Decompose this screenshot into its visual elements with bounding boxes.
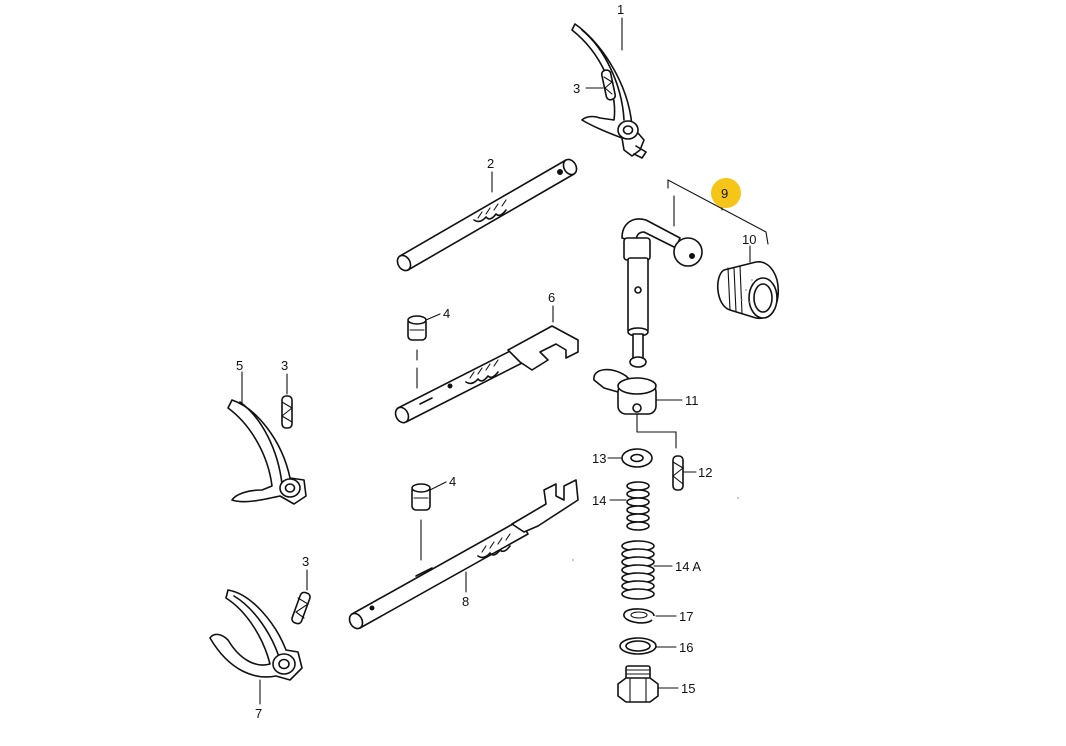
- selector-rod-8[interactable]: [347, 479, 579, 631]
- detent-plunger-4-bottom[interactable]: [411, 483, 431, 561]
- roll-pin-3-middle[interactable]: [281, 395, 293, 429]
- shift-fork-5[interactable]: [227, 399, 307, 505]
- label-15: 15: [681, 681, 695, 696]
- label-13: 13: [592, 451, 606, 466]
- selector-rod-6[interactable]: [393, 325, 579, 425]
- sealing-ring-16[interactable]: [619, 637, 657, 655]
- roll-pin-3-top[interactable]: [600, 69, 617, 101]
- label-5: 5: [236, 358, 243, 373]
- label-9: 9: [721, 186, 728, 201]
- guide-11[interactable]: [593, 368, 657, 415]
- label-7: 7: [255, 706, 262, 721]
- leader-4-top: [425, 313, 441, 321]
- speck: [737, 497, 739, 499]
- shift-rod-2[interactable]: [395, 157, 579, 273]
- leader-11-12: [636, 413, 677, 449]
- detent-plunger-4-top[interactable]: [407, 315, 427, 389]
- label-11: 11: [685, 393, 699, 408]
- plug-bolt-15[interactable]: [617, 665, 659, 703]
- label-8: 8: [462, 594, 469, 609]
- shift-fork-1[interactable]: [571, 23, 647, 159]
- label-3-top: 3: [573, 81, 580, 96]
- label-12: 12: [698, 465, 712, 480]
- label-6: 6: [548, 290, 555, 305]
- spring-14a[interactable]: [621, 540, 655, 600]
- roll-pin-3-bottom[interactable]: [291, 591, 311, 625]
- speck: [572, 559, 574, 561]
- washer-13[interactable]: [621, 448, 653, 468]
- part-9-highlight[interactable]: [711, 178, 741, 208]
- label-4-bottom: 4: [449, 474, 456, 489]
- shift-fork-7[interactable]: [209, 589, 303, 681]
- gear-lever-9[interactable]: [621, 195, 703, 368]
- label-17: 17: [679, 609, 693, 624]
- spring-14[interactable]: [626, 481, 650, 531]
- leader-4-bottom: [429, 481, 447, 491]
- label-16: 16: [679, 640, 693, 655]
- label-4-top: 4: [443, 306, 450, 321]
- label-14: 14: [592, 493, 606, 508]
- label-2: 2: [487, 156, 494, 171]
- label-3-bottom: 3: [302, 554, 309, 569]
- circlip-17[interactable]: [623, 608, 655, 624]
- label-14a: 14 A: [675, 559, 701, 574]
- label-3-middle: 3: [281, 358, 288, 373]
- roll-pin-12[interactable]: [672, 455, 684, 491]
- label-10: 10: [742, 232, 756, 247]
- label-1: 1: [617, 2, 624, 17]
- group-9-bracket: [667, 179, 769, 245]
- bush-10[interactable]: [717, 261, 780, 320]
